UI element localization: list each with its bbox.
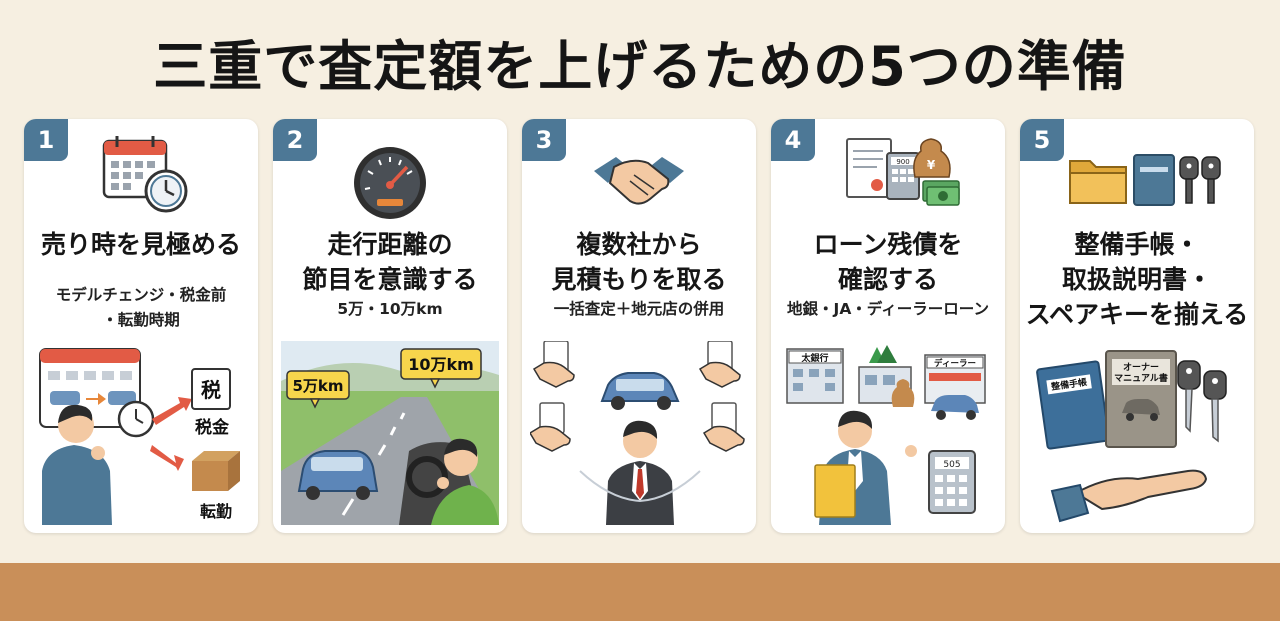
highway-scene-illustration: 5万km 10万km <box>281 341 499 525</box>
sign-50k: 5万km <box>292 377 343 395</box>
heading-line: 複数社から <box>576 230 702 259</box>
card-heading: 整備手帳・ 取扱説明書・ スペアキーを揃える <box>1020 227 1254 332</box>
card-heading: 複数社から 見積もりを取る <box>522 227 756 297</box>
card-number: 2 <box>273 119 317 161</box>
owner-manual-label-2: マニュアル書 <box>1114 372 1168 384</box>
floor-band <box>0 563 1280 621</box>
calendar-clock-icon <box>102 136 188 213</box>
dealer-sign: ディーラー <box>934 358 976 369</box>
speedometer-icon <box>354 147 426 219</box>
subtext-line: 5万・10万km <box>337 300 443 318</box>
calculator-display: 505 <box>943 460 960 470</box>
card-heading: ローン残債を 確認する <box>771 227 1005 297</box>
card-quotes: 3 複数社から 見積もりを取る 一括査定＋地元店の併用 <box>522 119 756 533</box>
card-timing: 1 売り時を見極める モデルチェンジ・税金前 ・転勤時期 <box>24 119 258 533</box>
card-number: 5 <box>1020 119 1064 161</box>
card-mileage: 2 走行距離の 節目を意識する 5万・10万km <box>273 119 507 533</box>
card-number: 3 <box>522 119 566 161</box>
bank-sign: 太銀行 <box>800 352 828 364</box>
loan-documents-icon: 900 ¥ <box>846 138 960 206</box>
card-subtext: モデルチェンジ・税金前 ・転勤時期 <box>24 283 258 333</box>
tax-document-label: 税 <box>201 378 221 402</box>
heading-line: 売り時を見極める <box>40 230 241 259</box>
quotes-scene-illustration <box>530 341 745 525</box>
yen-symbol: ¥ <box>927 158 936 172</box>
document-number: 900 <box>896 158 909 166</box>
subtext-line: 地銀・JA・ディーラーローン <box>787 300 989 318</box>
loan-scene-illustration: 太銀行 ディーラー 505 <box>786 345 986 525</box>
subtext-line: モデルチェンジ・税金前 <box>55 286 227 304</box>
card-loan: 4 900 ¥ ローン残債を 確認する 地銀・JA・ディーラーローン 太銀行 <box>771 119 1005 533</box>
heading-line: 整備手帳・ <box>1074 230 1200 259</box>
card-documents: 5 整備手帳・ 取扱説明書・ スペアキーを揃える 整備手帳 オーナー マニュアル… <box>1020 119 1254 533</box>
subtext-line: 一括査定＋地元店の併用 <box>553 300 725 318</box>
heading-line: 節目を意識する <box>302 265 478 294</box>
sign-100k: 10万km <box>408 355 474 374</box>
timing-scene-illustration: 税 税金 転勤 <box>39 348 240 525</box>
tax-label: 税金 <box>195 417 230 438</box>
handshake-icon <box>594 157 684 205</box>
page-title: 三重で査定額を上げるための5つの準備 <box>153 35 1127 98</box>
owner-manual-label-1: オーナー <box>1123 362 1159 373</box>
heading-line: 見積もりを取る <box>551 265 727 294</box>
heading-line: 確認する <box>837 265 938 294</box>
documents-scene-illustration: 整備手帳 オーナー マニュアル書 <box>1036 350 1227 523</box>
subtext-line: ・転勤時期 <box>102 311 180 329</box>
card-subtext: 一括査定＋地元店の併用 <box>522 297 756 322</box>
card-number: 1 <box>24 119 68 161</box>
card-heading: 走行距離の 節目を意識する <box>273 227 507 297</box>
card-number: 4 <box>771 119 815 161</box>
card-heading: 売り時を見極める <box>24 227 258 262</box>
transfer-label: 転勤 <box>200 502 232 521</box>
card-subtext: 5万・10万km <box>273 297 507 322</box>
folder-book-keys-icon <box>1069 154 1221 206</box>
heading-line: 取扱説明書・ <box>1061 265 1212 294</box>
card-row: 1 売り時を見極める モデルチェンジ・税金前 ・転勤時期 <box>24 119 1256 533</box>
card-subtext: 地銀・JA・ディーラーローン <box>771 297 1005 322</box>
heading-line: 走行距離の <box>327 230 453 259</box>
heading-line: ローン残債を <box>813 230 963 259</box>
heading-line: スペアキーを揃える <box>1025 300 1249 329</box>
